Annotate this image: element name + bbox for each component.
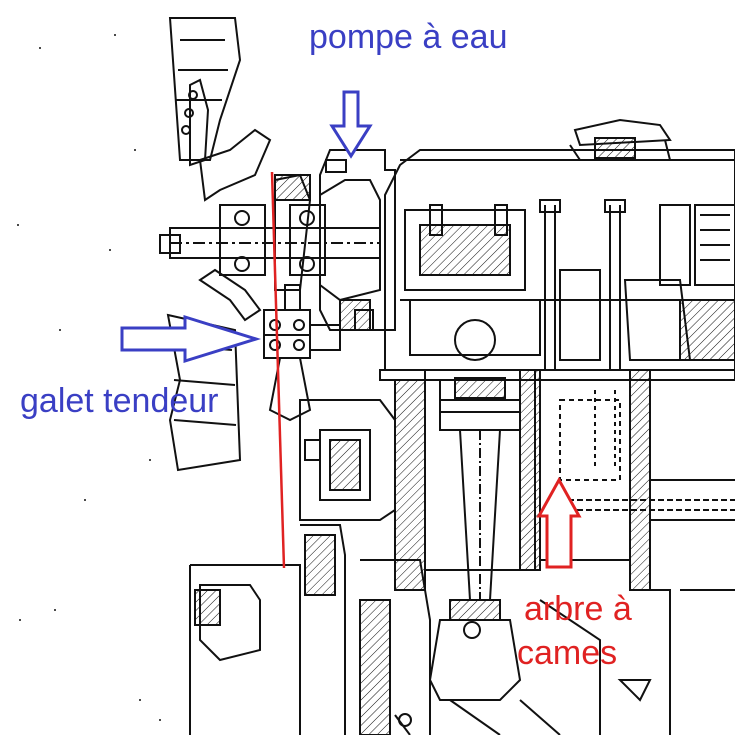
camshaft-label-line1: arbre à [524,590,632,628]
water-pump-housing [319,149,396,331]
water-pump-label: pompe à eau [309,18,508,56]
pulley-assembly [159,128,381,322]
scan-speckles [17,34,161,721]
cylinder-head [384,118,735,371]
water-pump-arrow [329,90,373,159]
tensioner-arrow [120,314,262,364]
tensioner-label: galet tendeur [20,382,219,420]
tensioner-assembly [263,284,341,422]
camshaft-arrow [536,476,582,569]
cylinder-block [379,369,735,601]
red-reference-line [270,171,286,569]
crankcase [189,399,735,735]
camshaft-label-line2: cames [517,634,618,672]
